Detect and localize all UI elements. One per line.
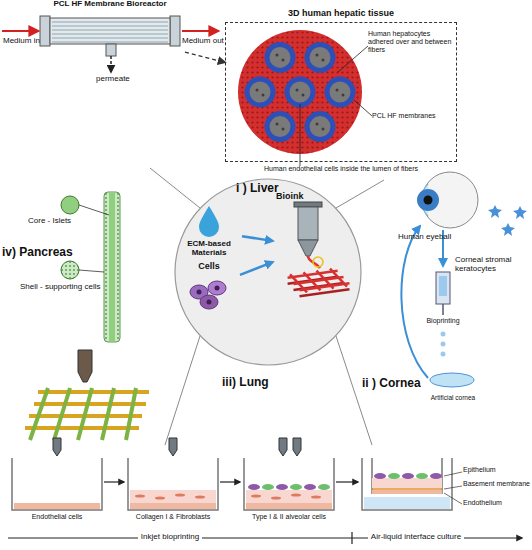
- section-title: iii) Lung: [222, 376, 294, 390]
- node-label: 3D human hepatic tissue: [226, 9, 456, 19]
- section-title: iv) Pancreas: [2, 246, 97, 260]
- section-dividers: [150, 168, 384, 445]
- ecm-drop-icon: [199, 206, 219, 237]
- node-label: ECM-based Materials: [176, 240, 242, 258]
- callout-text: Corneal stromal keratocytes: [455, 255, 531, 273]
- phase-label: Inkjet bioprinting: [120, 532, 220, 541]
- lung-illustration: [8, 438, 522, 544]
- node-label: Cells: [178, 262, 240, 272]
- phase-label: Air-liquid interface culture: [358, 532, 474, 541]
- callout-text: Human hepatocytes adhered over and betwe…: [368, 30, 454, 54]
- layer-label: Endothelium: [463, 499, 531, 507]
- connector-arrow: [242, 236, 272, 241]
- callout-text: Shell - supporting cells: [20, 282, 102, 291]
- callout-text: Core - Islets: [28, 216, 108, 225]
- pancreas-illustration: [25, 192, 149, 440]
- cells-node: Cells: [178, 262, 240, 312]
- callout-text: Human endothelial cells inside the lumen…: [225, 165, 457, 173]
- section-title: ii ) Cornea: [362, 377, 442, 391]
- step-label: Collagen I & Fibroblasts: [118, 513, 228, 521]
- port-label: permeate: [96, 74, 146, 83]
- section-title: i ) Liver: [236, 182, 306, 196]
- layer-label: Epithelium: [463, 466, 531, 474]
- step-label: Endothelial cells: [8, 513, 106, 521]
- cornea-illustration: [401, 172, 527, 387]
- center-circle: [175, 179, 361, 365]
- connector-arrow: [185, 52, 225, 62]
- bioink-printer-icon: [288, 202, 350, 296]
- node-label: PCL HF Membrane Bioreactor: [35, 0, 185, 9]
- cells-icon: [190, 281, 226, 309]
- hepatic-tissue-illustration: [238, 30, 372, 166]
- port-label: Medium out: [182, 36, 230, 45]
- bioreactor-node: PCL HF Membrane Bioreactor: [35, 0, 185, 66]
- callout-text: PCL HF membranes: [372, 112, 452, 120]
- callout-text: Artificial cornea: [418, 394, 488, 401]
- layer-label: Basement membrane: [463, 480, 531, 488]
- node-label: Bioink: [272, 192, 350, 202]
- connector-arrow: [240, 262, 272, 275]
- step-label: Type I & II alveolar cells: [234, 513, 344, 521]
- callout-text: Human eyeball: [398, 232, 472, 241]
- port-label: Medium in: [3, 36, 51, 45]
- bioink-node: Bioink: [272, 192, 350, 302]
- step-label: Bioprinting: [413, 317, 473, 325]
- material-node: ECM-based Materials: [176, 204, 242, 258]
